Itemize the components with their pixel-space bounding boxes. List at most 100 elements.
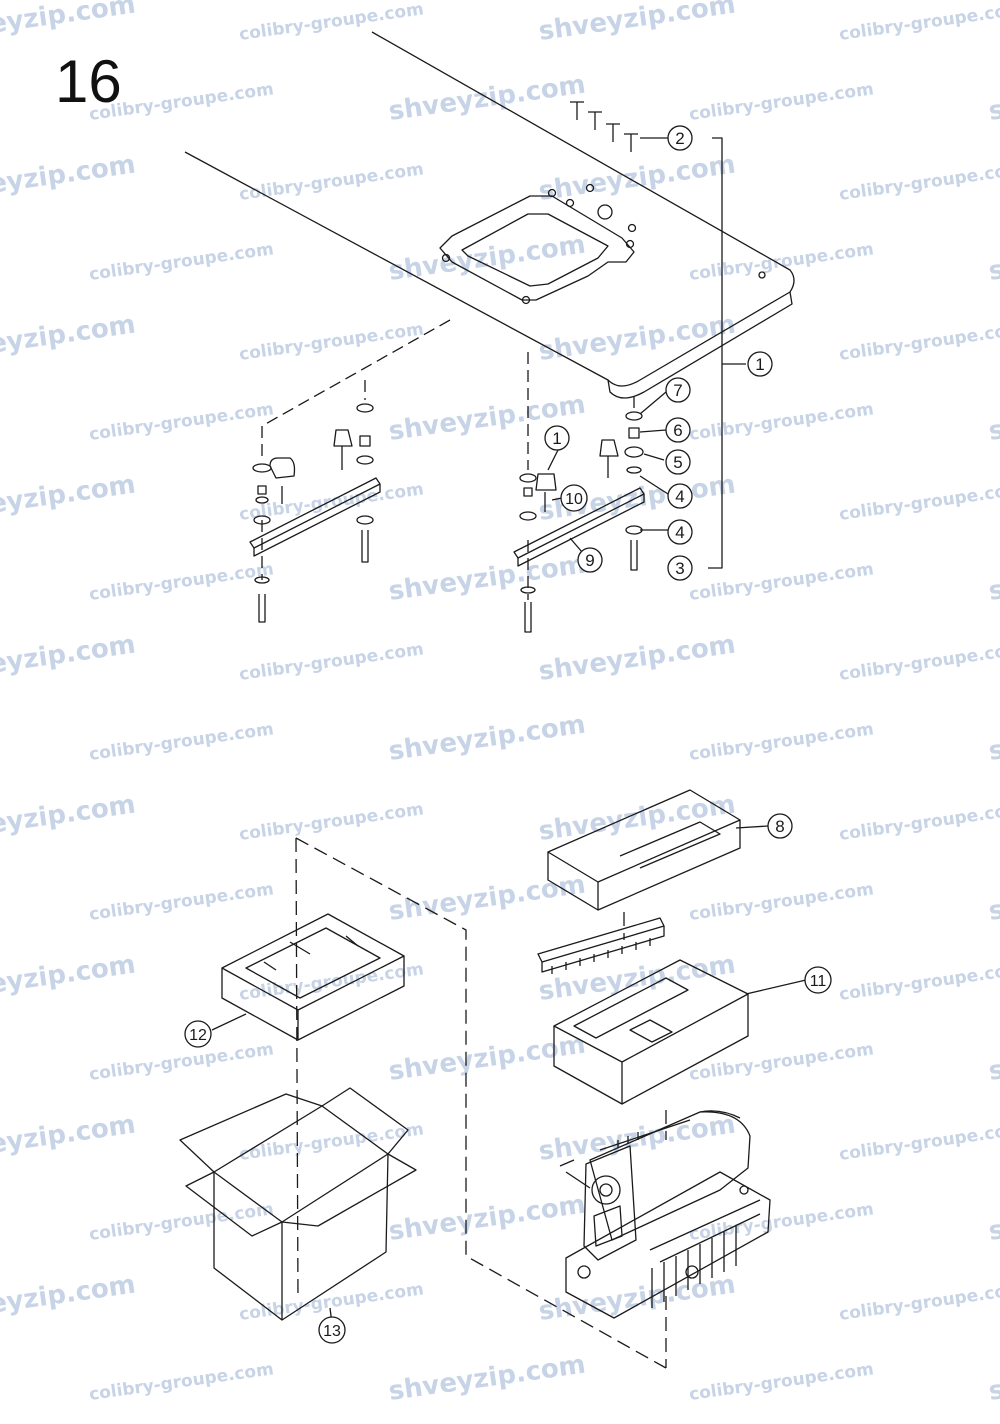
bracket-1 xyxy=(708,137,723,569)
callout-11: 11 xyxy=(804,966,832,994)
watermark-text: shveyzip.com xyxy=(0,1110,137,1167)
callout-6: 6 xyxy=(665,417,691,443)
watermark-text: shveyzip.com xyxy=(987,710,1000,767)
svg-text:3: 3 xyxy=(675,559,684,578)
watermark-text: colibry-groupe.com xyxy=(238,0,425,45)
callout-2: 2 xyxy=(667,125,693,151)
part-leaders xyxy=(547,391,669,553)
callout-9: 9 xyxy=(577,547,603,573)
sewing-machine-head xyxy=(559,1110,771,1319)
screw-set-2 xyxy=(570,101,638,152)
watermark-text: colibry-groupe.com xyxy=(838,639,1000,685)
watermark-text: colibry-groupe.com xyxy=(688,1359,875,1405)
watermark-text: colibry-groupe.com xyxy=(88,719,275,765)
svg-text:7: 7 xyxy=(673,381,682,400)
watermark-text: colibry-groupe.com xyxy=(88,1359,275,1405)
watermark-text: colibry-groupe.com xyxy=(688,79,875,125)
watermark-text: colibry-groupe.com xyxy=(688,399,875,445)
watermark-text: colibry-groupe.com xyxy=(838,0,1000,45)
svg-text:2: 2 xyxy=(675,129,684,148)
table-top xyxy=(184,31,795,399)
foam-base-11 xyxy=(553,959,807,1105)
watermark-text: shveyzip.com xyxy=(387,1190,588,1247)
left-bracket-assembly xyxy=(249,403,381,623)
svg-text:8: 8 xyxy=(775,817,784,836)
watermark-text: colibry-groupe.com xyxy=(88,239,275,285)
svg-text:4: 4 xyxy=(675,487,684,506)
watermark-text: shveyzip.com xyxy=(537,630,738,687)
watermark-text: colibry-groupe.com xyxy=(238,639,425,685)
watermark-text: shveyzip.com xyxy=(537,150,738,207)
callout-10: 10 xyxy=(560,484,588,512)
watermark-text: shveyzip.com xyxy=(987,550,1000,607)
watermark-text: colibry-groupe.com xyxy=(88,1199,275,1245)
callout-7: 7 xyxy=(665,377,691,403)
callout-13: 13 xyxy=(318,1316,346,1344)
watermark-text: shveyzip.com xyxy=(387,230,588,287)
callout-3: 3 xyxy=(667,555,693,581)
watermark-text: shveyzip.com xyxy=(387,710,588,767)
alignment-lines-top xyxy=(261,319,635,600)
watermark-text: shveyzip.com xyxy=(987,70,1000,127)
callout-5: 5 xyxy=(665,449,691,475)
watermark-text: colibry-groupe.com xyxy=(838,1279,1000,1325)
watermark-text: colibry-groupe.com xyxy=(688,559,875,605)
watermark-text: colibry-groupe.com xyxy=(838,479,1000,525)
watermark-text: shveyzip.com xyxy=(987,1190,1000,1247)
watermark-text: shveyzip.com xyxy=(537,790,738,847)
svg-text:1: 1 xyxy=(755,355,764,374)
svg-text:11: 11 xyxy=(810,973,827,990)
watermark-text: colibry-groupe.com xyxy=(688,879,875,925)
watermark-text: colibry-groupe.com xyxy=(238,799,425,845)
page-number: 16 xyxy=(55,48,122,115)
watermark-text: shveyzip.com xyxy=(987,870,1000,927)
svg-text:4: 4 xyxy=(675,523,684,542)
watermark-text: shveyzip.com xyxy=(0,950,137,1007)
callout-1-left: 1 xyxy=(544,425,570,451)
watermark-text: colibry-groupe.com xyxy=(88,399,275,445)
watermark-text: shveyzip.com xyxy=(0,150,137,207)
watermark-text: colibry-groupe.com xyxy=(838,319,1000,365)
watermark-text: colibry-groupe.com xyxy=(88,879,275,925)
watermark-text: shveyzip.com xyxy=(387,1030,588,1087)
watermark-text: shveyzip.com xyxy=(987,390,1000,447)
watermark-text: colibry-groupe.com xyxy=(688,1039,875,1085)
svg-text:12: 12 xyxy=(189,1027,207,1044)
watermark-text: shveyzip.com xyxy=(0,790,137,847)
callout-4-upper: 4 xyxy=(667,483,693,509)
foam-tray-12 xyxy=(211,913,405,1041)
watermark-text: shveyzip.com xyxy=(0,630,137,687)
svg-text:9: 9 xyxy=(585,551,594,570)
svg-text:13: 13 xyxy=(323,1323,341,1340)
watermark-text: colibry-groupe.com xyxy=(88,1039,275,1085)
watermark-text: colibry-groupe.com xyxy=(688,239,875,285)
watermark-text: colibry-groupe.com xyxy=(838,1119,1000,1165)
watermark-text: shveyzip.com xyxy=(987,230,1000,287)
svg-text:6: 6 xyxy=(673,421,682,440)
watermark-text: colibry-groupe.com xyxy=(238,159,425,205)
svg-text:1: 1 xyxy=(552,429,561,448)
watermark-text: colibry-groupe.com xyxy=(688,1199,875,1245)
watermark-text: colibry-groupe.com xyxy=(238,319,425,365)
carton-box-13 xyxy=(179,1087,417,1325)
watermark-text: shveyzip.com xyxy=(0,1270,137,1327)
watermark-text: shveyzip.com xyxy=(0,310,137,367)
watermark-text: colibry-groupe.com xyxy=(238,1119,425,1165)
right-bracket-assembly xyxy=(513,411,645,633)
callout-1: 1 xyxy=(747,351,773,377)
gauge-rail xyxy=(537,917,665,974)
watermark-text: colibry-groupe.com xyxy=(838,959,1000,1005)
watermark-text: shveyzip.com xyxy=(987,1350,1000,1407)
watermark-text: colibry-groupe.com xyxy=(838,159,1000,205)
watermark-text: shveyzip.com xyxy=(987,1030,1000,1087)
svg-text:10: 10 xyxy=(565,491,583,508)
alignment-lines-lower xyxy=(295,837,667,1369)
watermark-text: shveyzip.com xyxy=(537,1270,738,1327)
watermark-text: colibry-groupe.com xyxy=(838,799,1000,845)
foam-cover-8 xyxy=(547,789,769,911)
watermark-text: shveyzip.com xyxy=(387,870,588,927)
watermark-text: shveyzip.com xyxy=(387,550,588,607)
svg-text:5: 5 xyxy=(673,453,682,472)
callout-layer: 2 1 7 6 5 4 4 3 1 10 9 8 11 12 13 xyxy=(184,125,832,1344)
